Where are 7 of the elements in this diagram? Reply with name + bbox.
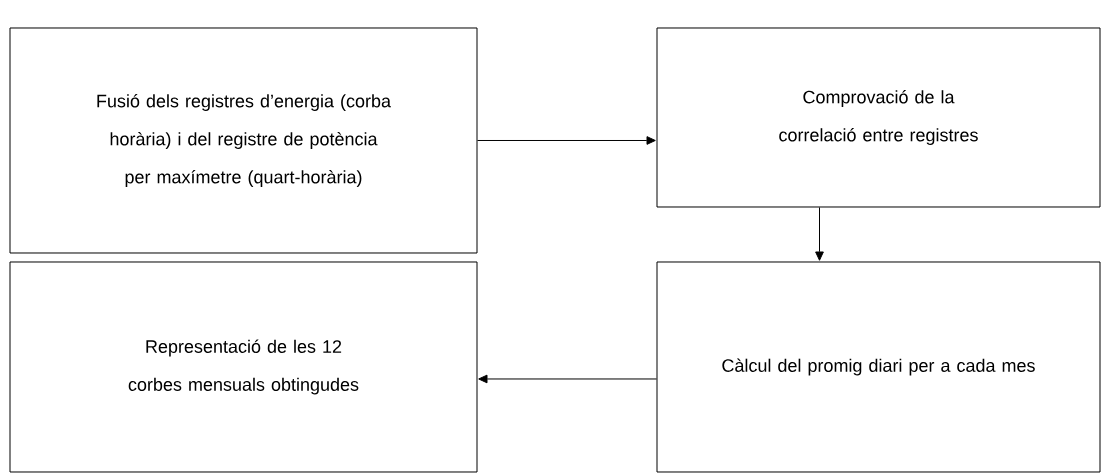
arrow [815, 207, 824, 261]
process-box: Fusió dels registres d’energia (corba horària) i del registre de potència per maxímetre (quart-horària) [9, 27, 478, 254]
process-box: Comprovació de la correlació entre registres [656, 27, 1101, 208]
process-box: Representació de les 12 corbes mensuals obtingudes [9, 261, 478, 473]
arrow [478, 374, 657, 384]
arrow [477, 136, 656, 145]
process-box: Càlcul del promig diari per a cada mes [656, 261, 1101, 473]
